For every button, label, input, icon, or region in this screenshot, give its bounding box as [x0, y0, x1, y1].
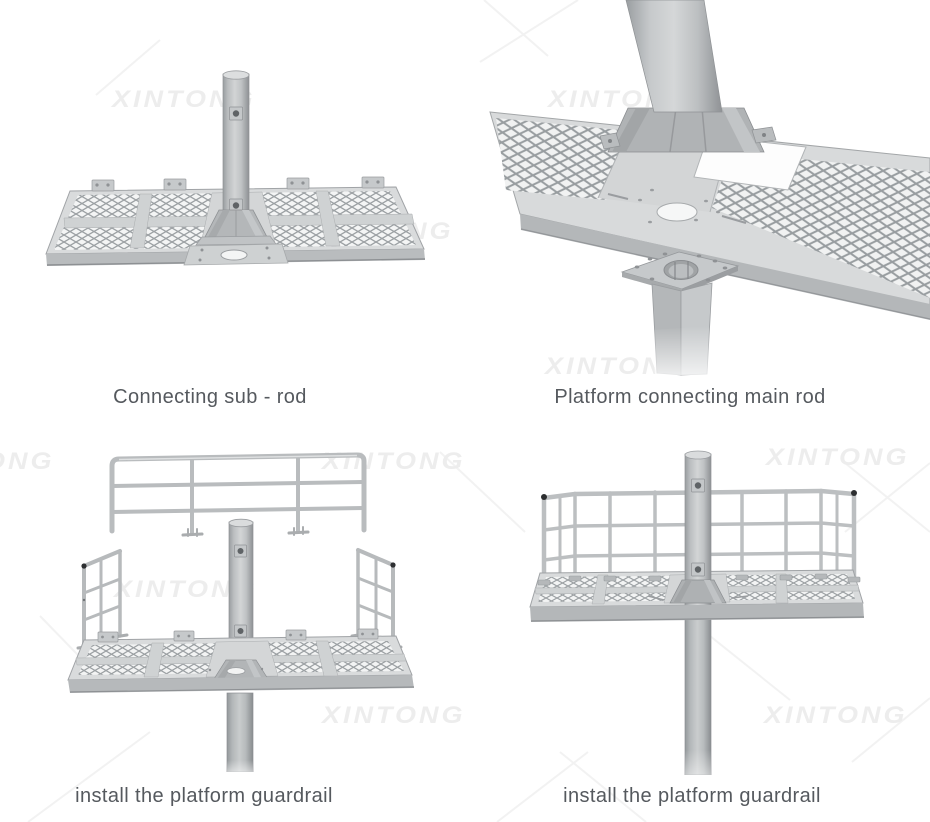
assembled-guardrail-platform-illustration	[529, 450, 865, 775]
panel-connecting-sub-rod	[40, 60, 460, 290]
pole-with-mesh-platform-illustration	[45, 70, 426, 266]
caption-install-guardrail-assembled: install the platform guardrail	[563, 785, 821, 807]
caption-platform-connecting-main-rod: Platform connecting main rod	[554, 386, 826, 408]
platform-flange-joint-closeup-illustration	[489, 0, 930, 376]
panel-install-guardrail-exploded	[40, 430, 460, 772]
panel-install-guardrail-assembled	[480, 430, 930, 775]
caption-connecting-sub-rod: Connecting sub - rod	[113, 386, 307, 408]
caption-install-guardrail-exploded: install the platform guardrail	[75, 785, 333, 807]
panel-platform-connecting-main-rod	[480, 0, 930, 380]
exploded-guardrail-platform-illustration	[67, 452, 415, 772]
